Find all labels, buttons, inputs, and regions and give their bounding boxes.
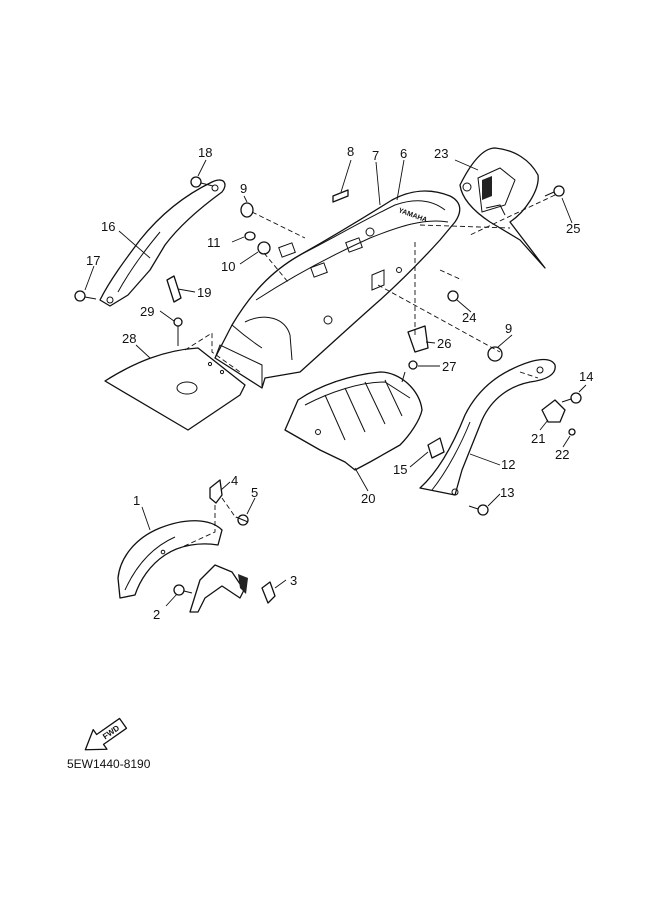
callout-18: 18 <box>198 145 212 160</box>
callout-8: 8 <box>347 144 354 159</box>
taillight-assembly <box>459 147 546 269</box>
callout-5: 5 <box>251 485 258 500</box>
mud-flap <box>104 332 246 431</box>
callout-3: 3 <box>290 573 297 588</box>
callout-19: 19 <box>197 285 211 300</box>
callout-1: 1 <box>133 493 140 508</box>
callout-24: 24 <box>462 310 476 325</box>
callout-6: 6 <box>400 146 407 161</box>
hardware-parts <box>74 176 582 604</box>
decal <box>332 189 349 203</box>
callout-11: 11 <box>207 235 221 250</box>
callout-10: 10 <box>221 259 235 274</box>
diagram-code: 5EW1440-8190 <box>67 757 151 771</box>
callout-26: 26 <box>437 336 451 351</box>
callout-2: 2 <box>153 607 160 622</box>
callout-27: 27 <box>442 359 456 374</box>
callout-13: 13 <box>500 485 514 500</box>
callout-17: 17 <box>86 253 100 268</box>
callout-12: 12 <box>501 457 515 472</box>
forward-arrow: FWD <box>84 717 128 751</box>
callout-29: 29 <box>140 304 154 319</box>
callout-15: 15 <box>393 462 407 477</box>
callout-4: 4 <box>231 473 238 488</box>
callout-labels: 1 2 3 4 5 6 7 8 9 9 10 11 12 13 14 15 16… <box>86 144 593 622</box>
front-fender-bracket <box>189 564 248 613</box>
callout-16: 16 <box>101 219 115 234</box>
callout-7: 7 <box>372 148 379 163</box>
front-fender <box>117 520 223 599</box>
callout-22: 22 <box>555 447 569 462</box>
callout-9b: 9 <box>505 321 512 336</box>
inner-mudguard <box>284 371 423 471</box>
callout-14: 14 <box>579 369 593 384</box>
assembly-lines <box>179 194 556 549</box>
callout-23: 23 <box>434 146 448 161</box>
leader-lines <box>84 159 587 607</box>
callout-25: 25 <box>566 221 580 236</box>
callout-20: 20 <box>361 491 375 506</box>
callout-28: 28 <box>122 331 136 346</box>
rear-stay-right <box>419 358 556 496</box>
callout-21: 21 <box>531 431 545 446</box>
rear-stay-left <box>99 179 226 307</box>
rear-fender: YAMAHA <box>214 190 461 389</box>
callout-9a: 9 <box>240 181 247 196</box>
